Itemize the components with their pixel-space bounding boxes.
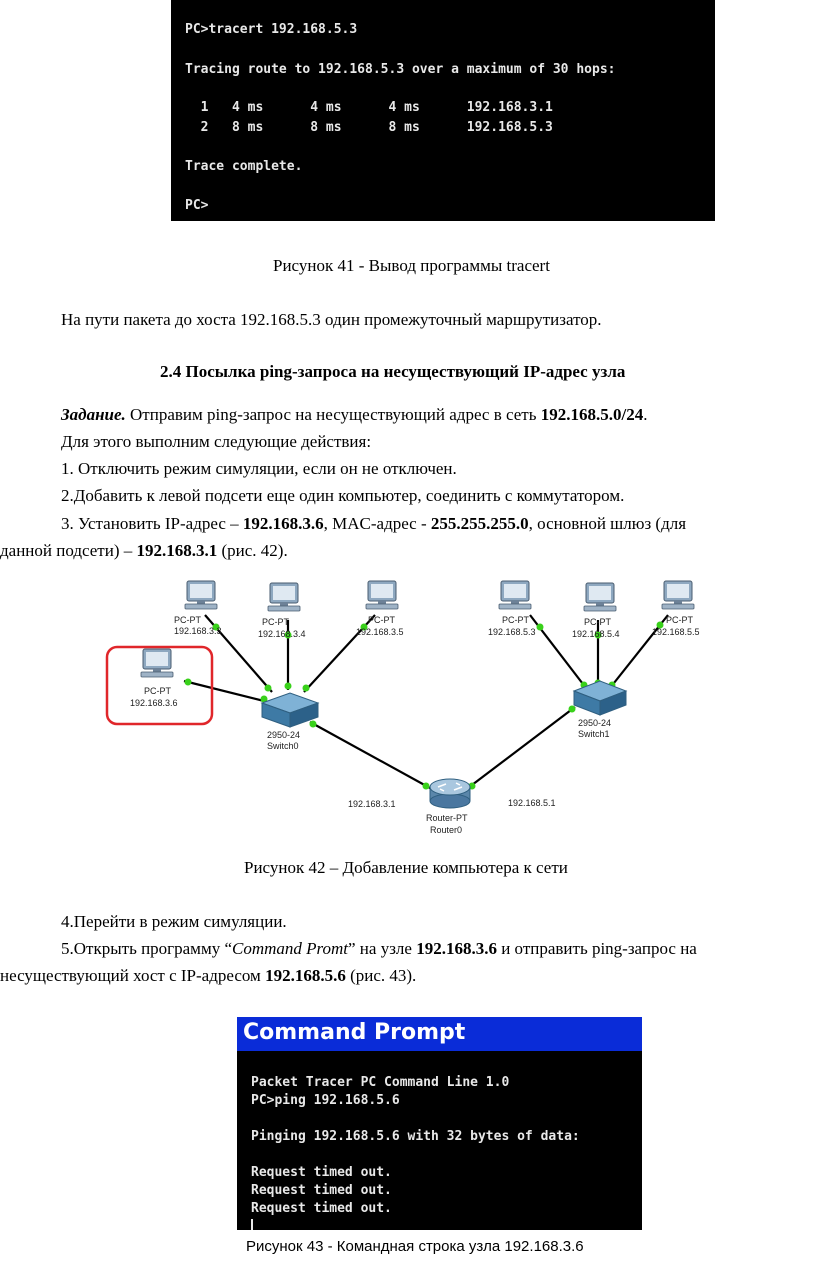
step-5-text: и отправить ping-запрос на	[496, 939, 697, 958]
terminal-line: Trace complete.	[185, 159, 303, 174]
terminal-line: Tracing route to 192.168.5.3 over a maxi…	[185, 62, 616, 77]
pc-type-label: PC-PT	[144, 686, 172, 696]
step-5-text: (рис. 43).	[345, 966, 417, 985]
pc-type-label: PC-PT	[502, 615, 530, 625]
cursor	[251, 1219, 253, 1230]
switch0-name-label: Switch0	[267, 741, 299, 751]
terminal-line: PC>	[185, 198, 209, 213]
pc-type-label: PC-PT	[584, 617, 612, 627]
task-end: .	[643, 405, 648, 424]
new-pc-ip-label: 192.168.3.6	[130, 698, 178, 708]
switch1-name-label: Switch1	[578, 729, 610, 739]
router-icon	[429, 778, 471, 809]
step-3-line1: 3. Установить IP-адрес – 192.168.3.6, MA…	[61, 514, 686, 534]
step-3-line2: данной подсети) – 192.168.3.1 (рис. 42).	[0, 541, 288, 561]
switch0-model-label: 2950-24	[267, 730, 300, 740]
step-5-text: 5.Открыть программу “	[61, 939, 232, 958]
cmd-line: Pinging 192.168.5.6 with 32 bytes of dat…	[251, 1129, 580, 1144]
task-text: Отправим ping-запрос на несуществующий а…	[125, 405, 541, 424]
step-5-app: Command Promt	[232, 939, 349, 958]
pc-ip-label: 192.168.3.4	[258, 629, 306, 639]
section-heading: 2.4 Посылка ping-запроса на несуществующ…	[160, 362, 626, 381]
step-3-text: 3. Установить IP-адрес –	[61, 514, 243, 533]
step-5-line2: несуществующий хост с IP-адресом 192.168…	[0, 966, 416, 986]
terminal-line: PC>tracert 192.168.5.3	[185, 22, 358, 37]
figure-41-caption: Рисунок 41 - Вывод программы tracert	[273, 256, 550, 275]
step-1: 1. Отключить режим симуляции, если он не…	[61, 459, 457, 478]
pc-ip-label: 192.168.5.3	[488, 627, 536, 637]
cmd-line: Request timed out.	[251, 1165, 392, 1180]
terminal-line: 2 8 ms 8 ms 8 ms 192.168.5.3	[185, 120, 553, 135]
step-3-text: данной подсети) –	[0, 541, 137, 560]
step-5-text: несуществующий хост с IP-адресом	[0, 966, 266, 985]
tracert-terminal: PC>tracert 192.168.5.3 Tracing route to …	[171, 0, 715, 221]
paragraph-hops: На пути пакета до хоста 192.168.5.3 один…	[61, 310, 602, 329]
step-4: 4.Перейти в режим симуляции.	[61, 912, 287, 931]
step-5-host: 192.168.3.6	[416, 939, 497, 958]
pc-ip-label: 192.168.3.3	[174, 626, 222, 636]
cmd-line: Request timed out.	[251, 1183, 392, 1198]
highlight-box	[105, 645, 214, 726]
step-3-ip: 192.168.3.6	[242, 514, 324, 533]
router-if-left-label: 192.168.3.1	[348, 799, 396, 809]
cmd-line: Request timed out.	[251, 1201, 392, 1216]
router-model-label: Router-PT	[426, 813, 468, 823]
figure-42-caption: Рисунок 42 – Добавление компьютера к сет…	[244, 858, 568, 877]
steps-intro: Для этого выполним следующие действия:	[61, 432, 372, 451]
pc-ip-label: 192.168.5.4	[572, 629, 620, 639]
pc-ip-label: 192.168.3.5	[356, 627, 404, 637]
pc-type-label: PC-PT	[262, 617, 290, 627]
router-if-right-label: 192.168.5.1	[508, 798, 556, 808]
task-paragraph: Задание. Отправим ping-запрос на несущес…	[61, 405, 647, 425]
pc-ip-label: 192.168.5.5	[652, 627, 700, 637]
pc-type-label: PC-PT	[174, 615, 202, 625]
pc-type-label: PC-PT	[666, 615, 694, 625]
switch0-icon	[260, 692, 320, 728]
step-3-text: , основной шлюз (для	[528, 514, 687, 533]
cmd-line: Packet Tracer PC Command Line 1.0	[251, 1075, 510, 1090]
task-network: 192.168.5.0/24	[540, 405, 644, 424]
step-2: 2.Добавить к левой подсети еще один комп…	[61, 486, 625, 505]
command-prompt-window: Command Prompt Packet Tracer PC Command …	[237, 1017, 642, 1230]
router-name-label: Router0	[430, 825, 462, 835]
command-prompt-title: Command Prompt	[243, 1020, 466, 1045]
figure-43-caption: Рисунок 43 - Командная строка узла 192.1…	[246, 1238, 584, 1255]
cmd-line: PC>ping 192.168.5.6	[251, 1093, 400, 1108]
step-3-mac: 255.255.255.0	[430, 514, 529, 533]
step-3-text: , MAC-адрес -	[323, 514, 431, 533]
step-3-text: (рис. 42).	[217, 541, 288, 560]
switch1-icon	[572, 680, 628, 716]
step-5-text: ” на узле	[348, 939, 417, 958]
command-prompt-titlebar: Command Prompt	[237, 1017, 642, 1051]
step-3-gateway: 192.168.3.1	[136, 541, 218, 560]
pc-type-label: PC-PT	[368, 615, 396, 625]
switch1-model-label: 2950-24	[578, 718, 611, 728]
step-5-target: 192.168.5.6	[265, 966, 346, 985]
step-5-line1: 5.Открыть программу “Command Promt” на у…	[61, 939, 697, 959]
task-label: Задание.	[61, 405, 126, 424]
network-diagram: PC-PT 192.168.3.3 PC-PT 192.168.3.4 PC-P…	[105, 580, 700, 835]
terminal-line: 1 4 ms 4 ms 4 ms 192.168.3.1	[185, 100, 553, 115]
